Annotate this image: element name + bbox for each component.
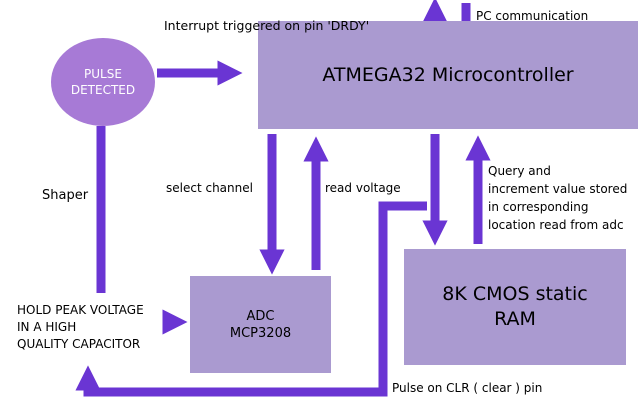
pulse-detected-node: PULSE DETECTED: [51, 38, 155, 126]
select-channel-label: select channel: [166, 181, 253, 195]
interrupt-label: Interrupt triggered on pin 'DRDY': [164, 18, 370, 33]
clear-pulse-label: Pulse on CLR ( clear ) pin: [392, 381, 543, 395]
mcu-block: ATMEGA32 Microcontroller: [258, 21, 638, 129]
adc-label: ADC MCP3208: [229, 308, 292, 341]
query-increment-label: Query and increment value stored in corr…: [488, 164, 628, 232]
ram-block: 8K CMOS static RAM: [404, 249, 626, 365]
pulse-label: PULSE DETECTED: [70, 67, 136, 97]
read-voltage-label: read voltage: [325, 181, 401, 195]
pc-communication-label: PC communication: [476, 9, 589, 23]
arrow-clear-pulse: [75, 201, 427, 397]
shaper-label: Shaper: [42, 188, 89, 203]
hold-peak-label: HOLD PEAK VOLTAGE IN A HIGH QUALITY CAPA…: [17, 303, 144, 351]
adc-block: ADC MCP3208: [190, 276, 331, 373]
mcu-label: ATMEGA32 Microcontroller: [322, 64, 574, 86]
ram-label: 8K CMOS static RAM: [442, 283, 588, 330]
